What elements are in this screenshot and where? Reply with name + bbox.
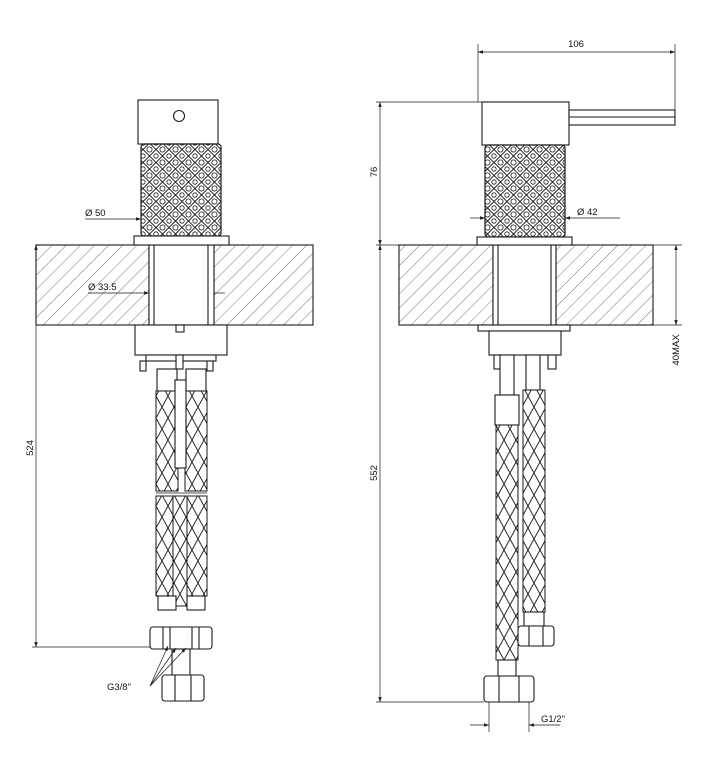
dimension-label: 524 — [25, 440, 36, 456]
lever-block — [481, 101, 570, 146]
connection-nuts — [149, 626, 213, 702]
dimension-label: G3/8" — [107, 682, 131, 693]
connection-nut — [483, 675, 535, 703]
dimension-connection-g3-8: G3/8" — [107, 645, 187, 693]
base-flange — [133, 235, 230, 246]
dimension-label: 106 — [568, 39, 584, 50]
dimension-height-524: 524 — [25, 245, 150, 648]
dimension-label: Ø 42 — [577, 207, 598, 218]
dimension-connection-g1-2: G1/2" — [470, 702, 565, 732]
knurled-body — [140, 143, 222, 237]
dimension-label: 76 — [369, 167, 380, 178]
lever-block — [137, 99, 219, 145]
dimension-diameter-33-5: Ø 33.5 — [88, 282, 225, 295]
shank — [148, 244, 215, 326]
dimension-height-76: 76 — [369, 101, 482, 245]
side-view: 106 76 Ø 42 552 40MAX — [369, 39, 682, 732]
dimension-width-106: 106 — [477, 39, 676, 110]
dimension-max-thickness: 40MAX — [653, 244, 682, 366]
dimension-diameter-42: Ø 42 — [470, 207, 620, 220]
dimension-label: G1/2" — [541, 714, 565, 725]
braided-hoses — [494, 354, 555, 677]
worktop-section — [398, 244, 654, 326]
base-flange — [476, 236, 573, 246]
knurled-body — [484, 144, 566, 238]
dimension-label: Ø 33.5 — [88, 282, 117, 293]
dimension-label: Ø 50 — [85, 208, 106, 219]
braided-hoses — [155, 368, 208, 611]
fixing-plate — [477, 324, 571, 332]
dimension-height-552: 552 — [369, 244, 484, 703]
worktop-section — [35, 244, 314, 326]
shank — [492, 244, 557, 326]
front-view: Ø 50 Ø 33.5 524 G3/8" — [25, 99, 314, 702]
dimension-diameter-50: Ø 50 — [85, 208, 141, 221]
dimension-label: 40MAX — [671, 334, 682, 366]
dimension-label: 552 — [369, 465, 380, 481]
lever-hole-icon — [172, 109, 186, 123]
